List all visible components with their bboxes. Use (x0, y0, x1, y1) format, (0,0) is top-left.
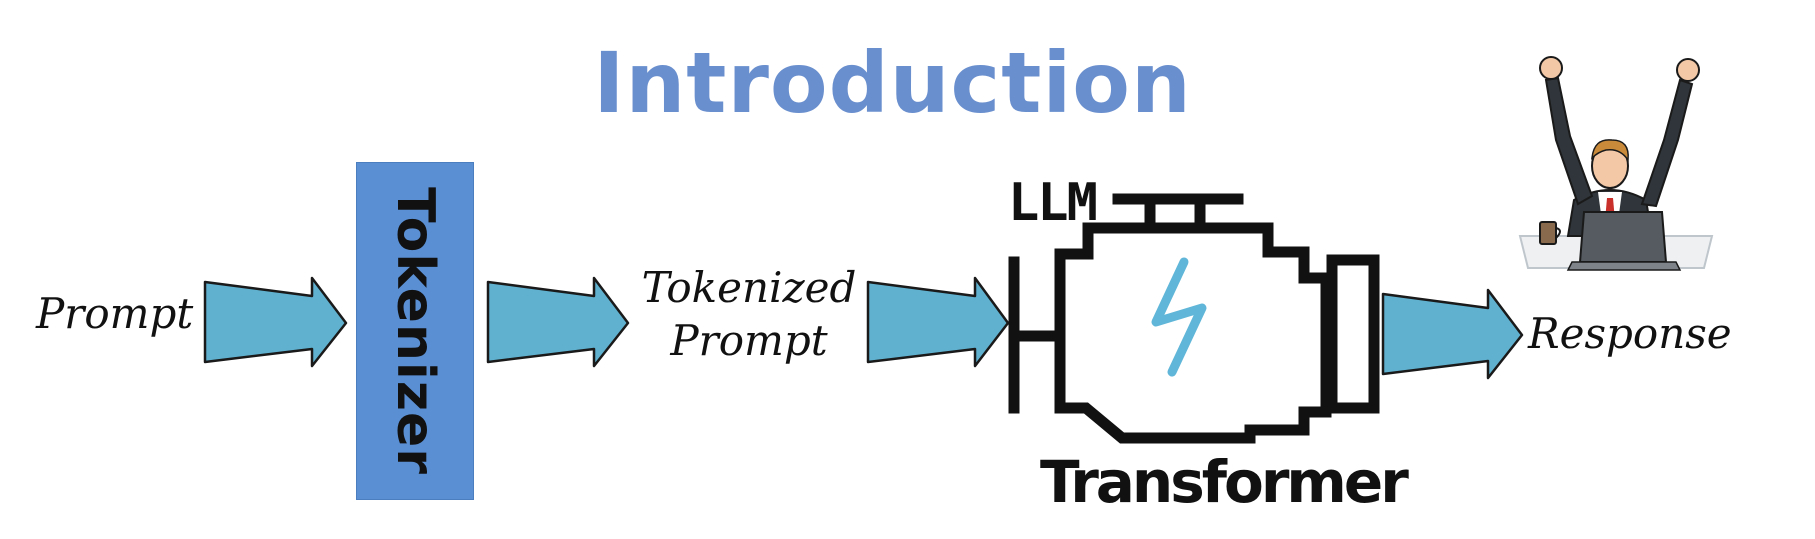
arrow-tokenized-to-llm (866, 276, 1010, 368)
prompt-label: Prompt (36, 289, 194, 338)
arrow-llm-to-response (1381, 288, 1524, 380)
tokenizer-box: Tokenizer (356, 162, 474, 500)
tokenized-prompt-line2: Prompt (670, 315, 828, 365)
lightning-icon (1151, 257, 1207, 377)
celebrating-person-icon (1518, 56, 1714, 271)
response-label: Response (1528, 309, 1732, 358)
tokenized-prompt-line1: Tokenized (641, 263, 857, 312)
transformer-label: Transformer (1040, 448, 1409, 516)
engine-icon (1008, 193, 1380, 444)
arrow-tokenizer-to-tokenized (486, 276, 630, 368)
diagram-title: Introduction (593, 34, 1192, 132)
tokenized-prompt-label: Tokenized Prompt (634, 262, 864, 367)
arrow-prompt-to-tokenizer (203, 276, 348, 368)
